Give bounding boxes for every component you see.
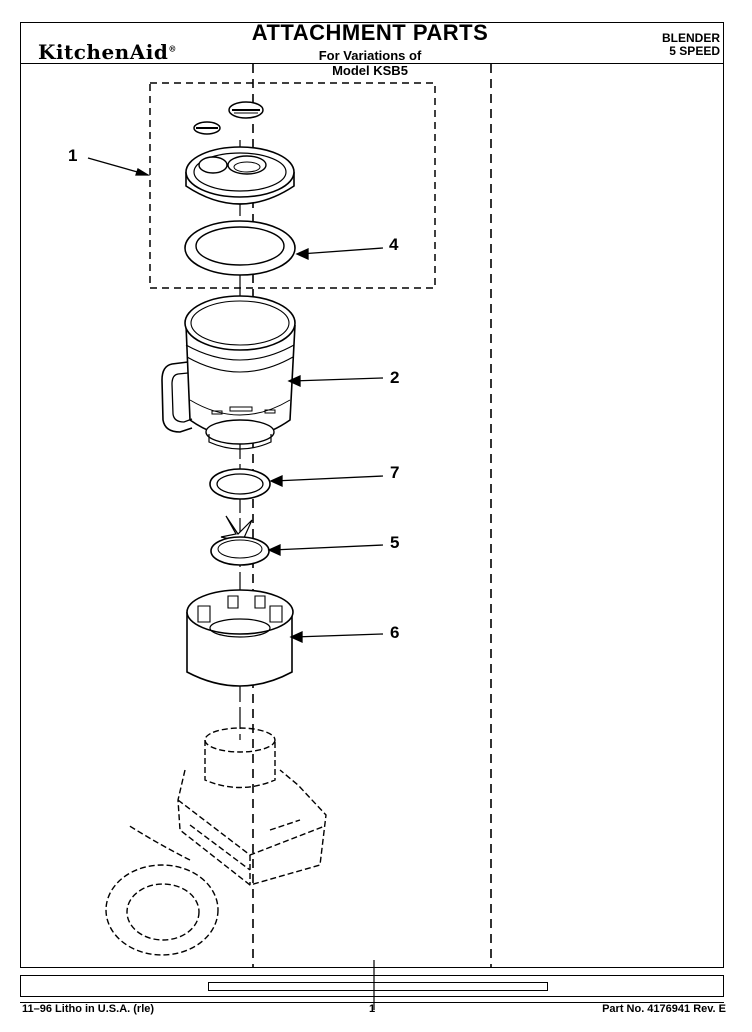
blender-base [105, 727, 327, 956]
jar-collar [186, 589, 294, 687]
header-divider [20, 63, 724, 64]
bottom-box [20, 975, 724, 997]
page-title: ATTACHMENT PARTS [251, 20, 489, 45]
blender-jar [161, 295, 296, 450]
callout-6: 6 [390, 623, 399, 642]
jar-gasket [209, 468, 271, 500]
callout-1: 1 [68, 146, 77, 165]
lid-assembly-box [149, 82, 436, 289]
model-subtitle: For Variations of Model KSB5 [270, 48, 470, 78]
brand-mark: ® [168, 43, 177, 54]
product-line-1: BLENDER [661, 31, 720, 45]
page-frame [20, 22, 724, 968]
lid [185, 146, 295, 205]
subtitle-line-2: Model KSB5 [332, 63, 408, 78]
footer-divider [20, 1002, 724, 1003]
footer-printing-note: 11–96 Litho in U.S.A. (rle) [22, 1003, 155, 1015]
subtitle-line-1: For Variations of [318, 48, 422, 63]
footer-page-number: 1 [369, 1003, 376, 1015]
bottom-inner-box [208, 982, 548, 991]
callout-5: 5 [390, 533, 399, 552]
product-label: BLENDER 5 SPEED [662, 32, 720, 58]
footer-part-number: Part No. 4176941 Rev. E [602, 1003, 726, 1015]
brand-name: KitchenAid [38, 40, 169, 64]
callout-2: 2 [390, 368, 399, 387]
blade-assembly [210, 515, 270, 566]
product-line-2: 5 SPEED [669, 44, 720, 58]
brand-logo: KitchenAid® [38, 40, 177, 64]
callout-4: 4 [389, 235, 399, 254]
callout-leaders [87, 157, 384, 644]
lid-caps [193, 101, 264, 135]
callout-7: 7 [390, 463, 399, 482]
lid-gasket [184, 220, 296, 276]
